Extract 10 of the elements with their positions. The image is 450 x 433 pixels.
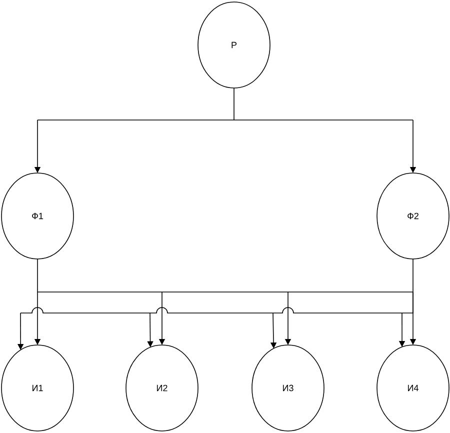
branching-line	[20, 258, 414, 314]
ellipse-node: Ф2	[376, 172, 450, 260]
ellipse-node: Ф1	[1, 172, 74, 260]
ellipse-node: И1	[1, 344, 74, 432]
ellipse-node: И2	[126, 344, 198, 432]
branching-line	[37, 88, 414, 120]
ellipse-node: Р	[198, 2, 270, 88]
branching-line	[37, 258, 414, 292]
ellipse-node: И4	[376, 344, 450, 432]
ellipse-node: И3	[252, 344, 324, 432]
